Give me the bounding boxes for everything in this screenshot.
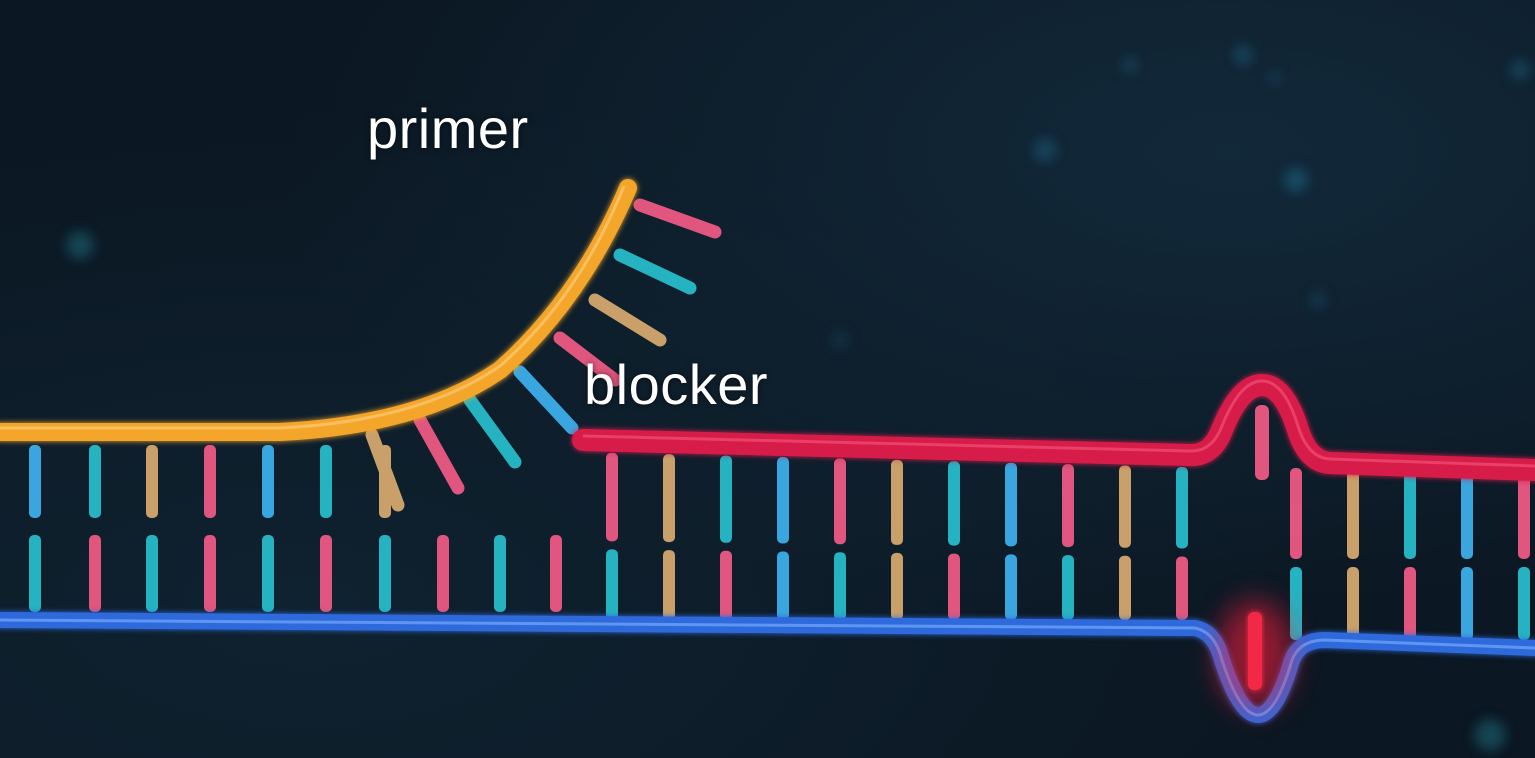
base-upper — [777, 457, 789, 544]
base-upper — [204, 445, 216, 518]
flap-base — [640, 205, 715, 232]
flap-base — [520, 372, 572, 428]
base-upper — [146, 445, 158, 518]
base-lower — [379, 535, 391, 612]
base-upper — [1176, 467, 1188, 549]
base-upper — [891, 460, 903, 545]
base-lower — [262, 535, 274, 612]
base-lower — [720, 551, 732, 620]
base-upper — [1290, 468, 1302, 559]
blocker-label: blocker — [584, 352, 768, 417]
base-upper — [1347, 468, 1359, 559]
base-pair-rungs — [29, 445, 1530, 640]
base-lower — [1347, 567, 1359, 640]
flap-base — [470, 400, 515, 462]
base-upper — [720, 456, 732, 543]
base-lower — [1062, 555, 1074, 620]
base-upper — [1119, 466, 1131, 548]
primer-label: primer — [367, 96, 529, 161]
base-lower — [891, 553, 903, 620]
base-lower — [437, 535, 449, 612]
base-lower — [494, 535, 506, 612]
base-upper — [1062, 464, 1074, 547]
base-upper — [663, 454, 675, 542]
base-lower — [663, 550, 675, 620]
base-lower — [89, 535, 101, 612]
dna-template-strand-icon — [0, 620, 1535, 715]
base-upper — [262, 445, 274, 518]
flap-base — [620, 255, 690, 288]
mismatch-glow-icon — [1217, 600, 1293, 710]
base-lower — [550, 535, 562, 612]
base-lower — [1461, 567, 1473, 640]
base-lower — [1119, 556, 1131, 620]
base-lower — [320, 535, 332, 612]
base-upper — [89, 445, 101, 518]
base-lower — [1176, 556, 1188, 620]
base-lower — [1518, 567, 1530, 640]
base-lower — [777, 552, 789, 621]
base-upper — [1404, 468, 1416, 559]
base-lower — [1290, 567, 1302, 640]
base-upper — [606, 453, 618, 542]
base-lower — [606, 549, 618, 620]
base-lower — [29, 535, 41, 612]
base-upper — [1461, 468, 1473, 559]
base-lower — [834, 552, 846, 620]
base-upper — [320, 445, 332, 518]
base-lower — [204, 535, 216, 612]
base-lower — [1005, 554, 1017, 620]
base-lower — [1404, 567, 1416, 640]
base-upper — [29, 445, 41, 518]
base-lower — [948, 554, 960, 620]
base-upper — [948, 461, 960, 545]
flap-base — [595, 300, 660, 340]
flap-base — [420, 420, 458, 488]
base-upper — [834, 458, 846, 544]
base-lower — [146, 535, 158, 612]
base-upper — [1518, 468, 1530, 559]
base-upper — [1005, 463, 1017, 547]
